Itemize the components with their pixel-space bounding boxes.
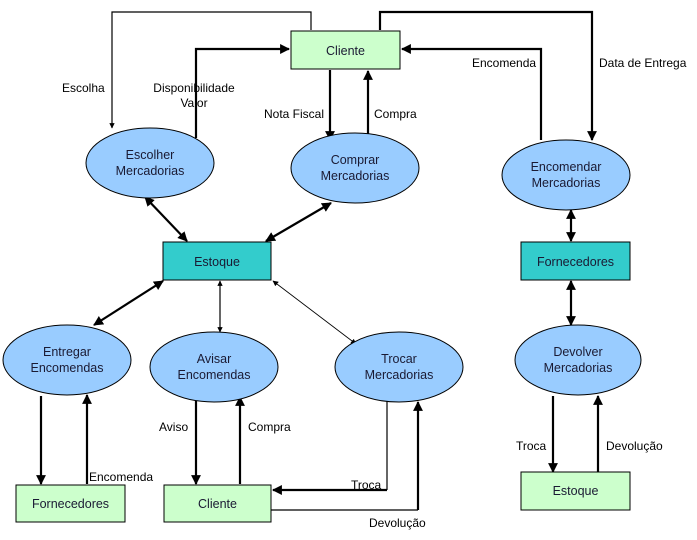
node-estoque-center: Estoque bbox=[162, 241, 272, 281]
label-nota-fiscal: Nota Fiscal bbox=[264, 107, 324, 121]
node-entregar-encomendas: Entregar Encomendas bbox=[2, 324, 132, 396]
flow-escolher-estoque bbox=[144, 196, 188, 242]
node-label: Cliente bbox=[198, 497, 237, 511]
node-label-line1: Encomendar bbox=[531, 160, 602, 174]
label-compra-top: Compra bbox=[374, 107, 417, 121]
node-label-line1: Trocar bbox=[381, 352, 417, 366]
flow-comprar-estoque bbox=[265, 202, 332, 242]
node-label-line2: Mercadorias bbox=[116, 164, 185, 178]
node-label-line1: Escolher bbox=[126, 148, 175, 162]
label-aviso: Aviso bbox=[159, 420, 188, 434]
label-disponibilidade: Disponibilidade bbox=[153, 81, 235, 95]
node-label-line2: Mercadorias bbox=[544, 361, 613, 375]
node-fornecedores-right: Fornecedores bbox=[520, 241, 631, 281]
label-escolha: Escolha bbox=[62, 81, 105, 95]
node-label-line1: Avisar bbox=[197, 352, 232, 366]
node-label: Fornecedores bbox=[32, 497, 109, 511]
flow-disponibilidade bbox=[194, 44, 290, 138]
node-label-line2: Mercadorias bbox=[365, 368, 434, 382]
label-compra-bottom: Compra bbox=[248, 420, 291, 434]
flow-escolha bbox=[109, 11, 312, 129]
node-label-line1: Comprar bbox=[331, 153, 380, 167]
node-cliente-top: Cliente bbox=[290, 30, 401, 70]
flow-estoque-trocar bbox=[272, 280, 357, 345]
node-label-line1: Devolver bbox=[553, 345, 602, 359]
node-label: Estoque bbox=[194, 255, 240, 269]
node-label-line1: Entregar bbox=[43, 345, 91, 359]
node-devolver-mercadorias: Devolver Mercadorias bbox=[514, 324, 642, 396]
node-fornecedores-bottom: Fornecedores bbox=[15, 484, 126, 523]
label-encomenda-bottom: Encomenda bbox=[89, 470, 153, 484]
label-troca-left: Troca bbox=[351, 478, 382, 492]
label-devolucao-right: Devolução bbox=[606, 439, 663, 453]
node-label-line2: Mercadorias bbox=[321, 169, 390, 183]
label-encomenda-top: Encomenda bbox=[472, 56, 536, 70]
node-trocar-mercadorias: Trocar Mercadorias bbox=[334, 331, 464, 403]
node-label: Fornecedores bbox=[537, 255, 614, 269]
flow-encomenda-top bbox=[401, 44, 543, 140]
node-cliente-bottom: Cliente bbox=[163, 484, 272, 523]
flow-data-entrega bbox=[378, 10, 597, 141]
label-devolucao-left: Devolução bbox=[369, 516, 426, 530]
label-data-entrega: Data de Entrega bbox=[599, 56, 687, 70]
node-label: Estoque bbox=[553, 484, 599, 498]
node-label: Cliente bbox=[326, 44, 365, 58]
node-label-line2: Mercadorias bbox=[532, 176, 601, 190]
flow-estoque-entregar bbox=[93, 280, 164, 326]
node-label-line2: Encomendas bbox=[178, 368, 251, 382]
label-troca-right: Troca bbox=[516, 439, 547, 453]
node-avisar-encomendas: Avisar Encomendas bbox=[149, 331, 279, 403]
node-label-line2: Encomendas bbox=[31, 361, 104, 375]
node-comprar-mercadorias: Comprar Mercadorias bbox=[290, 132, 420, 204]
label-valor: Valor bbox=[180, 96, 207, 110]
node-encomendar-mercadorias: Encomendar Mercadorias bbox=[501, 139, 631, 211]
node-escolher-mercadorias: Escolher Mercadorias bbox=[85, 127, 215, 199]
node-estoque-bottom: Estoque bbox=[520, 471, 631, 511]
